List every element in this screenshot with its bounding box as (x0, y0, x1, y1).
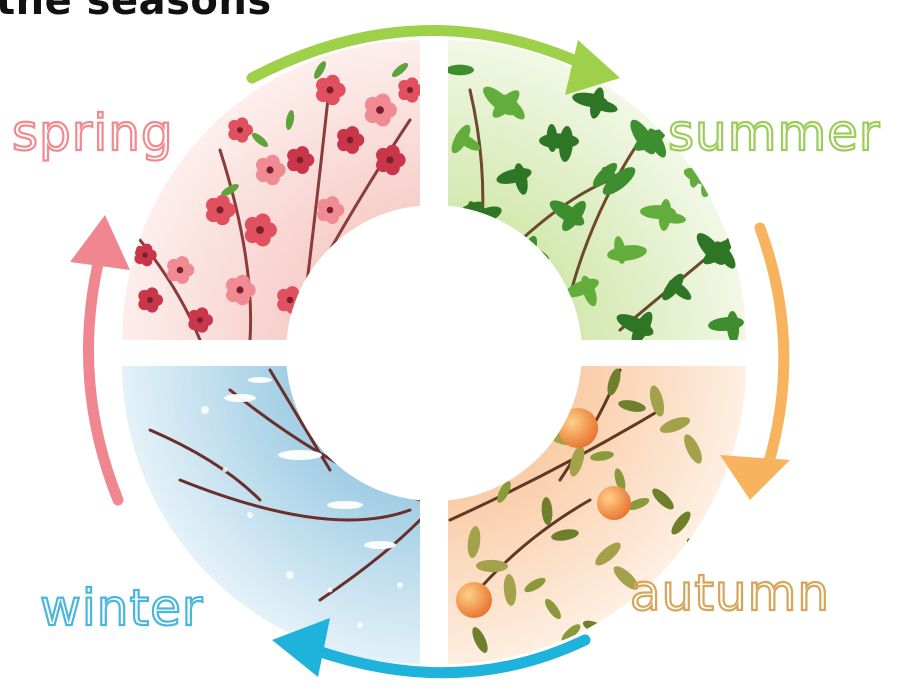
arrowhead-autumn (720, 455, 790, 500)
center-circle (286, 205, 582, 501)
arrow-spring-to-summer (246, 25, 591, 84)
arrow-winter-to-spring (82, 249, 124, 506)
winter-label: winter (40, 579, 203, 637)
apricot-fruit (456, 582, 492, 618)
arrow-autumn-to-winter (309, 634, 591, 679)
autumn-label: autumn (630, 564, 830, 622)
arrowhead-spring (70, 215, 130, 270)
diagram-title: the seasons (0, 0, 272, 24)
apricot-fruit (558, 408, 598, 448)
apricot-fruit (597, 486, 631, 520)
spring-label: spring (12, 104, 174, 162)
arrowhead-summer (565, 40, 620, 95)
arrowhead-winter (272, 618, 330, 677)
arrow-summer-to-autumn (754, 222, 790, 481)
summer-label: summer (668, 104, 880, 162)
